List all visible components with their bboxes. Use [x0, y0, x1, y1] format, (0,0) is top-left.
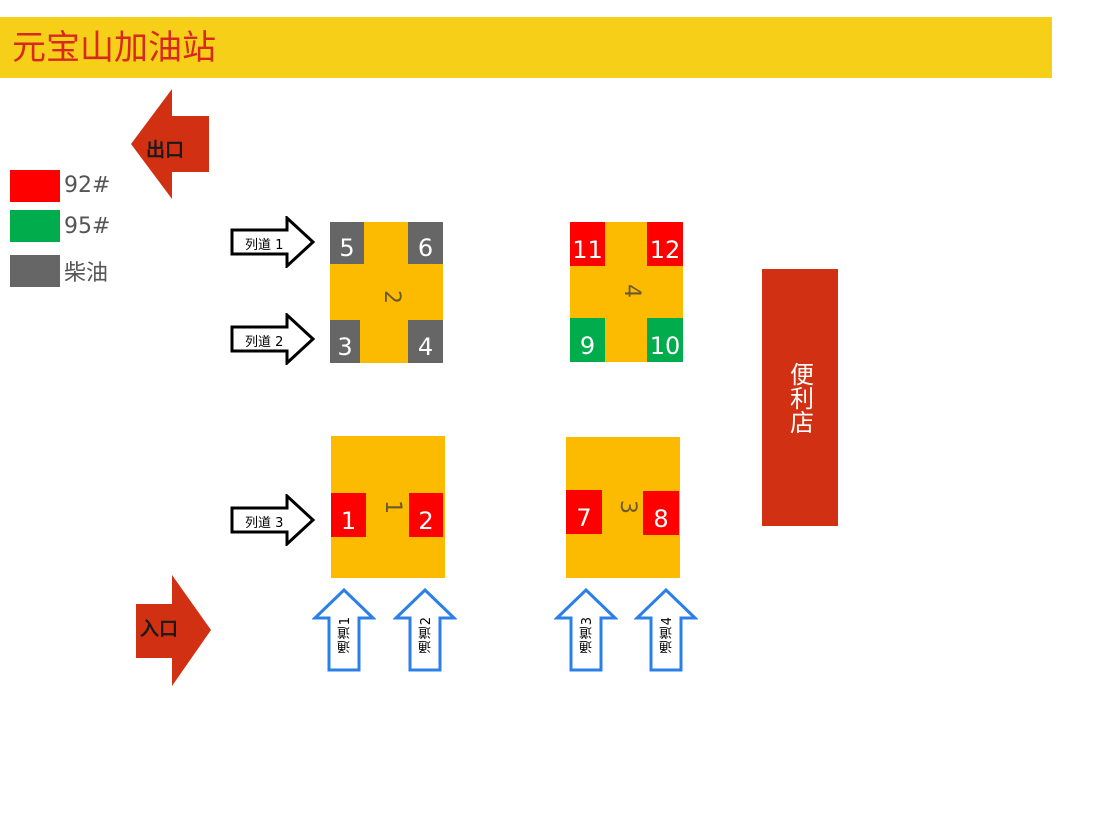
pump-5: 5: [330, 222, 364, 264]
pump-12: 12: [647, 222, 683, 266]
channel-arrow-icon: [312, 588, 376, 672]
convenience-store: [762, 269, 838, 526]
island-label-2: 2: [379, 290, 404, 304]
lane-arrow-icon: [230, 313, 316, 365]
island-label-4: 4: [619, 284, 644, 298]
entrance-label: 入口: [140, 618, 179, 640]
channel-arrow-icon: [554, 588, 618, 672]
pump-8: 8: [643, 491, 679, 535]
title-banner: [0, 17, 1052, 78]
pump-9: 9: [570, 318, 605, 362]
pump-1: 1: [331, 493, 366, 537]
channel-arrow-icon: [393, 588, 457, 672]
store-label: 便利店: [785, 361, 814, 434]
entrance-arrow-icon: [136, 575, 211, 686]
channel-arrow-icon: [634, 588, 698, 672]
lane-label-1: 列道 1: [245, 238, 284, 253]
legend-swatch-diesel: [10, 255, 60, 287]
lane-arrow-icon: [230, 494, 316, 546]
island-label-3: 3: [615, 500, 640, 514]
pump-3: 3: [330, 320, 360, 363]
pump-10: 10: [647, 318, 683, 362]
legend-label-diesel: 柴油: [64, 261, 109, 286]
channel-label-1: 通道1: [338, 616, 353, 654]
channel-label-2: 通道2: [419, 616, 434, 654]
channel-label-3: 通道3: [580, 616, 595, 654]
page-title: 元宝山加油站: [12, 28, 216, 68]
exit-label: 出口: [146, 139, 185, 161]
pump-4: 4: [408, 320, 443, 363]
exit-arrow-icon: [131, 89, 209, 199]
pump-2: 2: [409, 493, 443, 537]
lane-label-3: 列道 3: [245, 516, 284, 531]
lane-arrow-icon: [230, 216, 316, 268]
legend-label-92: 92#: [64, 173, 111, 198]
legend-swatch-95: [10, 210, 60, 242]
pump-6: 6: [408, 222, 443, 264]
channel-label-4: 通道4: [660, 616, 675, 654]
pump-11: 11: [570, 222, 605, 266]
island-label-1: 1: [380, 500, 405, 514]
lane-label-2: 列道 2: [245, 335, 284, 350]
legend-swatch-92: [10, 170, 60, 202]
legend-label-95: 95#: [64, 214, 111, 239]
pump-7: 7: [566, 490, 602, 534]
